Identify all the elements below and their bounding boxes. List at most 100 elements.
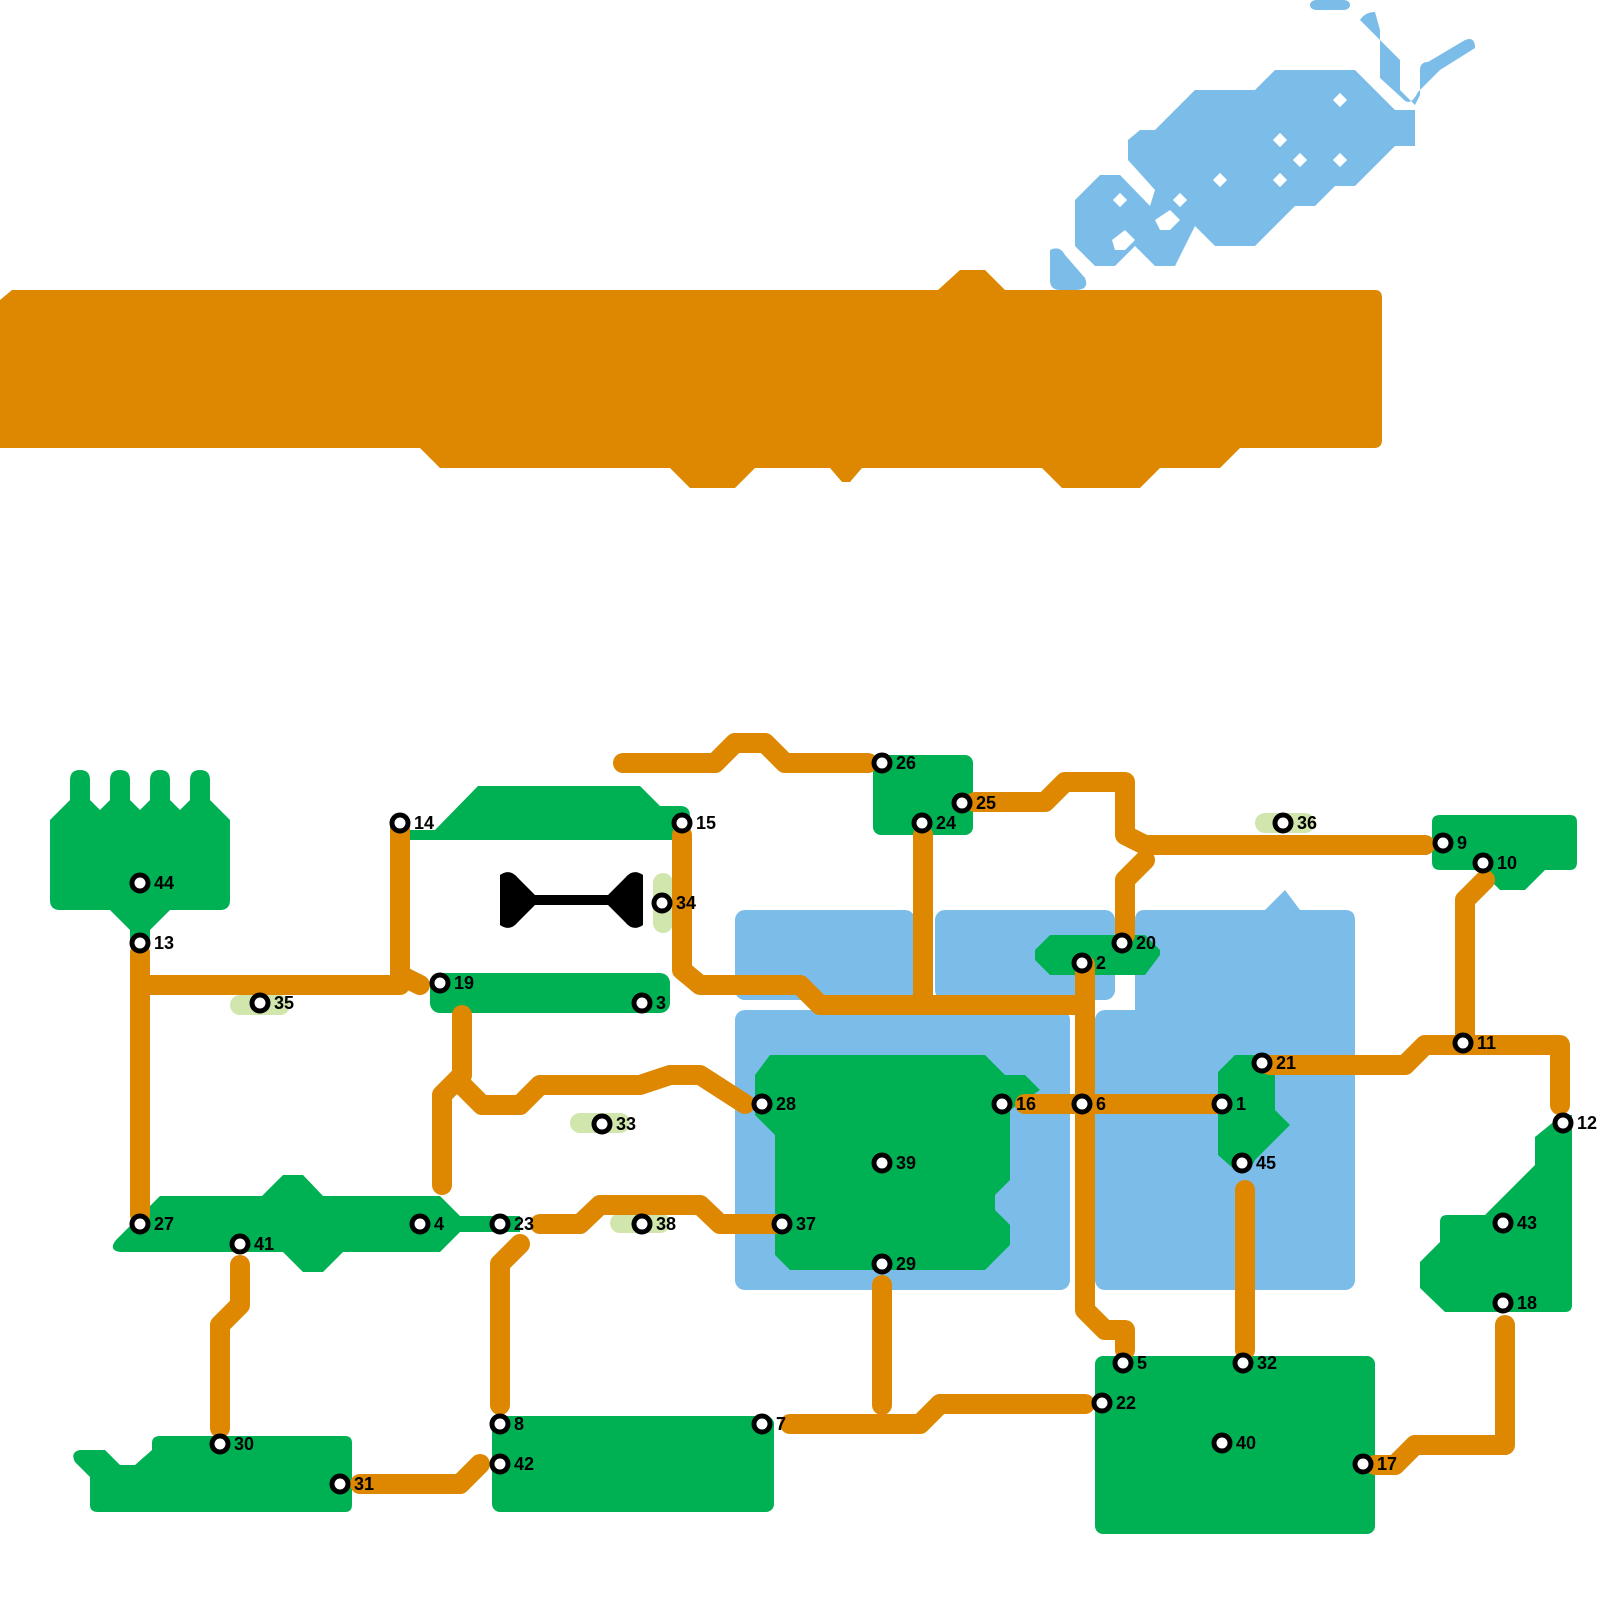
zone-5-22-32-40-17 (1095, 1356, 1375, 1534)
map-node-3[interactable]: 3 (631, 992, 666, 1014)
map-node-43[interactable]: 43 (1492, 1212, 1537, 1234)
node-marker[interactable] (129, 932, 151, 954)
node-marker[interactable] (631, 992, 653, 1014)
node-marker[interactable] (991, 1093, 1013, 1115)
node-marker[interactable] (1091, 1392, 1113, 1414)
node-marker[interactable] (771, 1213, 793, 1235)
map-node-19[interactable]: 19 (429, 972, 474, 994)
node-marker[interactable] (651, 892, 673, 914)
water-fragment-top (1310, 0, 1350, 10)
map-node-11[interactable]: 11 (1452, 1032, 1496, 1054)
road (490, 1234, 530, 1415)
node-marker[interactable] (951, 792, 973, 814)
node-marker[interactable] (1552, 1112, 1574, 1134)
map-node-20[interactable]: 20 (1111, 932, 1156, 954)
node-marker[interactable] (1211, 1432, 1233, 1454)
map-node-25[interactable]: 25 (951, 792, 996, 814)
map-node-18[interactable]: 18 (1492, 1292, 1537, 1314)
map-node-42[interactable]: 42 (489, 1453, 534, 1475)
node-marker[interactable] (489, 1453, 511, 1475)
map-node-6[interactable]: 6 (1071, 1093, 1106, 1115)
map-node-15[interactable]: 15 (671, 812, 716, 834)
node-marker[interactable] (489, 1213, 511, 1235)
node-marker[interactable] (1071, 952, 1093, 974)
node-label: 24 (936, 813, 956, 833)
map-node-33[interactable]: 33 (591, 1113, 636, 1135)
node-label: 37 (796, 1214, 816, 1234)
map-node-5[interactable]: 5 (1112, 1352, 1147, 1374)
map-node-36[interactable]: 36 (1272, 812, 1317, 834)
node-marker[interactable] (429, 972, 451, 994)
map-node-14[interactable]: 14 (389, 812, 434, 834)
map-node-45[interactable]: 45 (1231, 1152, 1276, 1174)
map-node-10[interactable]: 10 (1472, 852, 1517, 874)
node-marker[interactable] (631, 1213, 653, 1235)
node-marker[interactable] (1472, 852, 1494, 874)
map-node-13[interactable]: 13 (129, 932, 174, 954)
map-node-27[interactable]: 27 (129, 1213, 174, 1235)
map-node-34[interactable]: 34 (651, 892, 696, 914)
node-marker[interactable] (1111, 932, 1133, 954)
map-node-17[interactable]: 17 (1352, 1453, 1397, 1475)
map-node-23[interactable]: 23 (489, 1213, 534, 1235)
node-marker[interactable] (1272, 812, 1294, 834)
node-marker[interactable] (1251, 1052, 1273, 1074)
node-marker[interactable] (329, 1473, 351, 1495)
node-marker[interactable] (751, 1093, 773, 1115)
node-marker[interactable] (1492, 1292, 1514, 1314)
node-marker[interactable] (1231, 1152, 1253, 1174)
node-marker[interactable] (229, 1233, 251, 1255)
node-marker[interactable] (209, 1433, 231, 1455)
node-label: 9 (1457, 833, 1467, 853)
node-marker[interactable] (489, 1413, 511, 1435)
map-node-35[interactable]: 35 (249, 992, 294, 1014)
node-marker[interactable] (1492, 1212, 1514, 1234)
map-node-37[interactable]: 37 (771, 1213, 816, 1235)
node-marker[interactable] (871, 1152, 893, 1174)
node-marker[interactable] (591, 1113, 613, 1135)
map-node-38[interactable]: 38 (631, 1213, 676, 1235)
node-marker[interactable] (389, 812, 411, 834)
map-node-32[interactable]: 32 (1232, 1352, 1277, 1374)
map-node-12[interactable]: 12 (1552, 1112, 1597, 1134)
map-node-30[interactable]: 30 (209, 1433, 254, 1455)
map-node-9[interactable]: 9 (1432, 832, 1467, 854)
node-label: 22 (1116, 1393, 1136, 1413)
node-marker[interactable] (1232, 1352, 1254, 1374)
zone-30-31 (73, 1436, 352, 1512)
map-node-31[interactable]: 31 (329, 1473, 374, 1495)
map-node-26[interactable]: 26 (871, 752, 916, 774)
node-marker[interactable] (1112, 1352, 1134, 1374)
map-node-40[interactable]: 40 (1211, 1432, 1256, 1454)
node-marker[interactable] (871, 1253, 893, 1275)
node-marker[interactable] (671, 812, 693, 834)
map-node-8[interactable]: 8 (489, 1413, 524, 1435)
map-node-7[interactable]: 7 (751, 1413, 786, 1435)
node-marker[interactable] (1452, 1032, 1474, 1054)
map-node-21[interactable]: 21 (1251, 1052, 1296, 1074)
node-marker[interactable] (1071, 1093, 1093, 1115)
node-marker[interactable] (1432, 832, 1454, 854)
node-label: 3 (656, 993, 666, 1013)
map-node-24[interactable]: 24 (911, 812, 956, 834)
map-node-4[interactable]: 4 (409, 1213, 444, 1235)
node-marker[interactable] (911, 812, 933, 834)
node-marker[interactable] (871, 752, 893, 774)
node-marker[interactable] (1352, 1453, 1374, 1475)
node-label: 30 (234, 1434, 254, 1454)
map-node-28[interactable]: 28 (751, 1093, 796, 1115)
node-marker[interactable] (129, 872, 151, 894)
map-node-2[interactable]: 2 (1071, 952, 1106, 974)
node-marker[interactable] (129, 1213, 151, 1235)
node-marker[interactable] (1211, 1093, 1233, 1115)
map-node-22[interactable]: 22 (1091, 1392, 1136, 1414)
node-marker[interactable] (409, 1213, 431, 1235)
node-marker[interactable] (249, 992, 271, 1014)
map-node-41[interactable]: 41 (229, 1233, 274, 1255)
node-marker[interactable] (751, 1413, 773, 1435)
map-node-1[interactable]: 1 (1211, 1093, 1246, 1115)
map-node-39[interactable]: 39 (871, 1152, 916, 1174)
map-node-29[interactable]: 29 (871, 1253, 916, 1275)
map-node-16[interactable]: 16 (991, 1093, 1036, 1115)
map-node-44[interactable]: 44 (129, 872, 174, 894)
